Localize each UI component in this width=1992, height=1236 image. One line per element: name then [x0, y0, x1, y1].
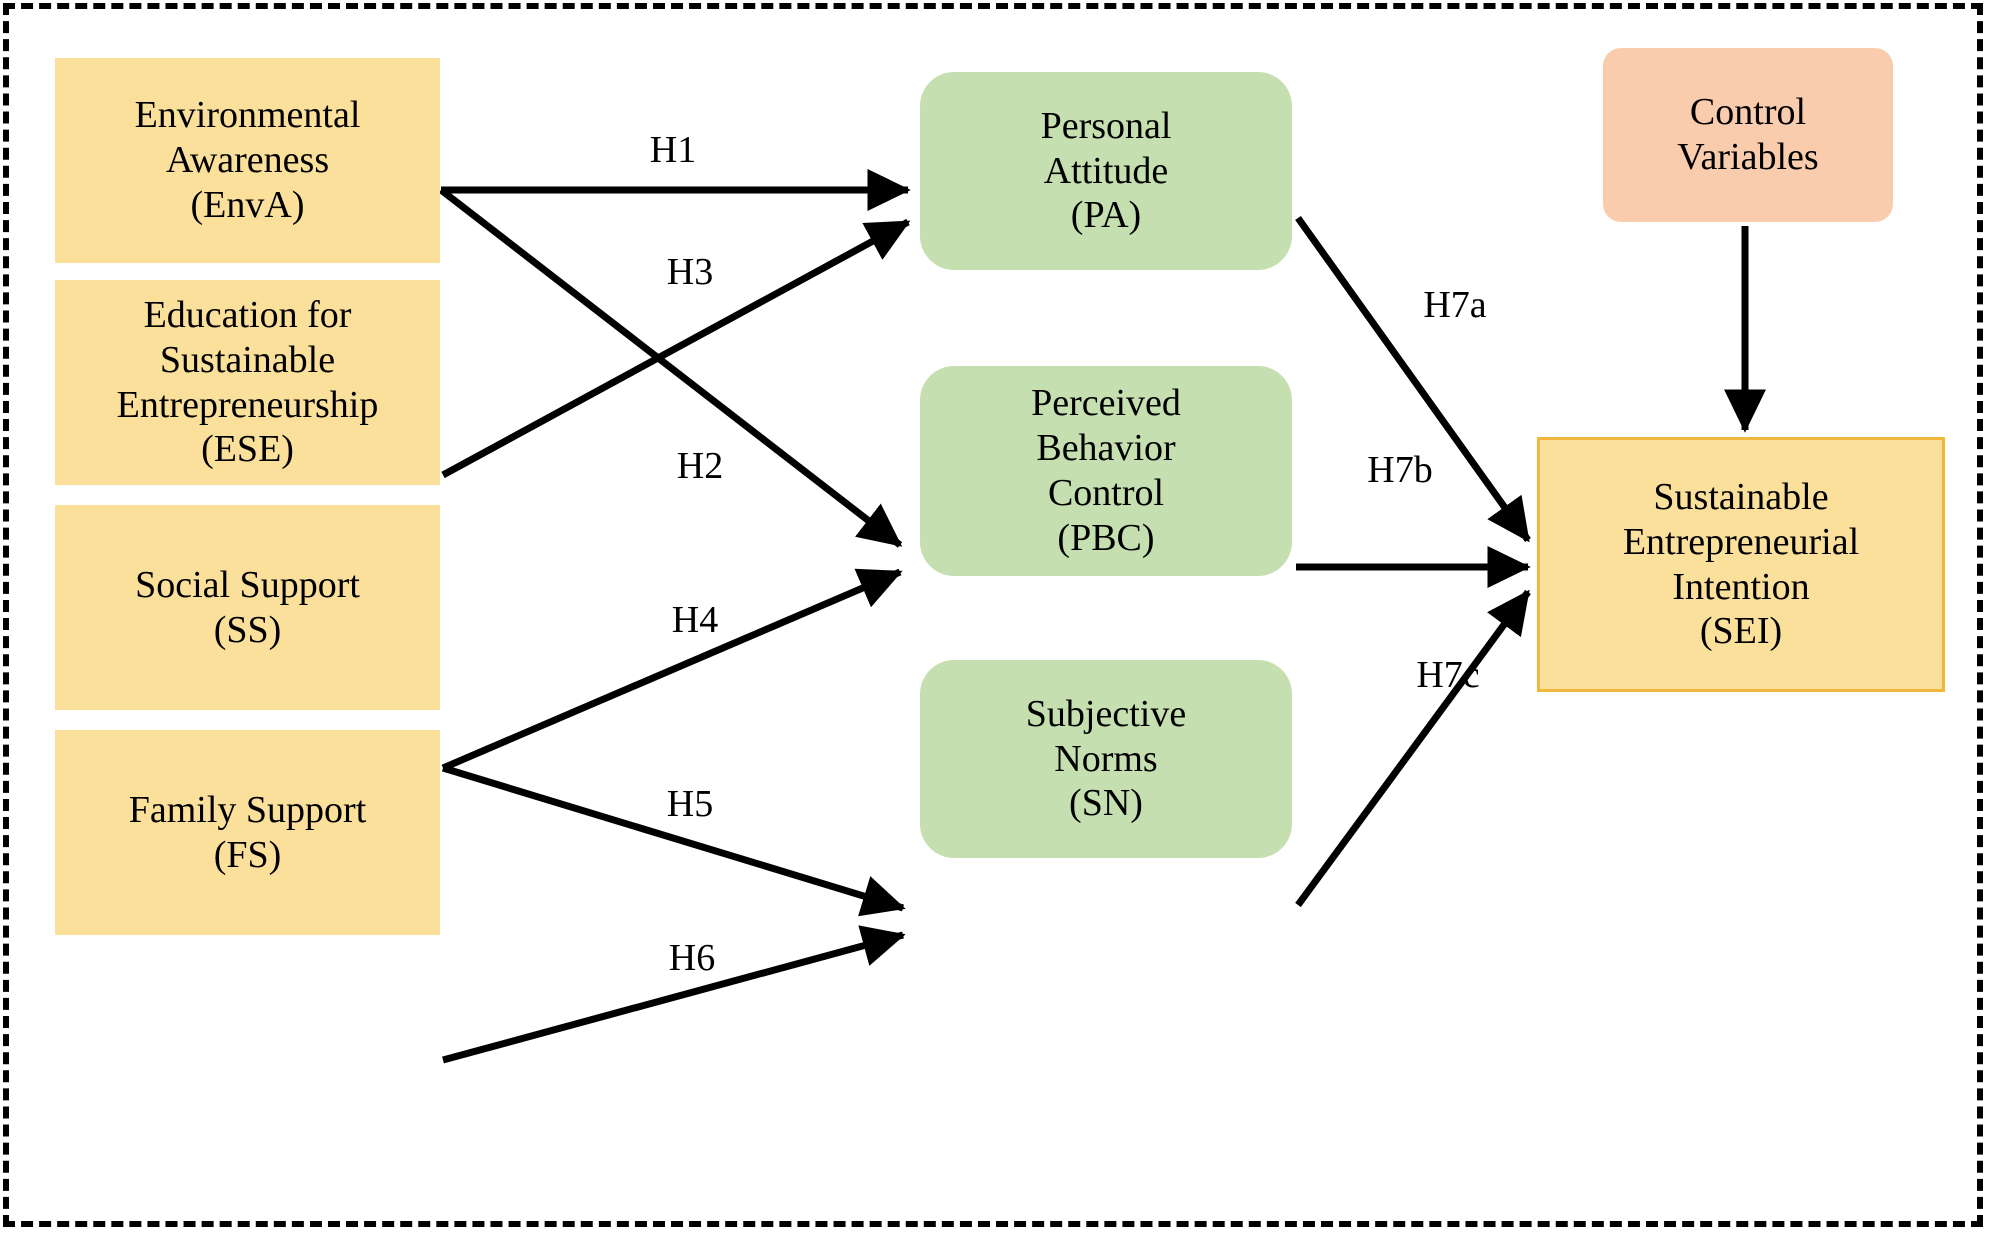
edge-label-h7c: H7c [1416, 654, 1480, 696]
edge-label-h2: H2 [676, 445, 724, 487]
node-sustainable-entrepreneurial-intention[interactable]: Sustainable Entrepreneurial Intention (S… [1537, 437, 1945, 692]
node-subjective-norms[interactable]: Subjective Norms (SN) [920, 660, 1292, 858]
node-personal-attitude[interactable]: Personal Attitude (PA) [920, 72, 1292, 270]
node-environmental-awareness[interactable]: Environmental Awareness (EnvA) [55, 58, 440, 263]
node-social-support[interactable]: Social Support (SS) [55, 505, 440, 710]
edge-label-h7b: H7b [1367, 449, 1433, 491]
edge-label-h4: H4 [671, 599, 719, 641]
edge-label-h5: H5 [666, 783, 714, 825]
node-control-variables[interactable]: Control Variables [1603, 48, 1893, 222]
edge-label-h1: H1 [649, 129, 697, 171]
arrow-h2 [438, 187, 903, 548]
arrow-h7c [1295, 589, 1531, 908]
node-family-support[interactable]: Family Support (FS) [55, 730, 440, 935]
edge-label-h6: H6 [668, 937, 716, 979]
node-education-sustainable-entrepreneurship[interactable]: Education for Sustainable Entrepreneursh… [55, 280, 440, 485]
edge-label-h3: H3 [666, 251, 714, 293]
node-perceived-behavior-control[interactable]: Perceived Behavior Control (PBC) [920, 366, 1292, 576]
edge-label-h7a: H7a [1423, 284, 1487, 326]
